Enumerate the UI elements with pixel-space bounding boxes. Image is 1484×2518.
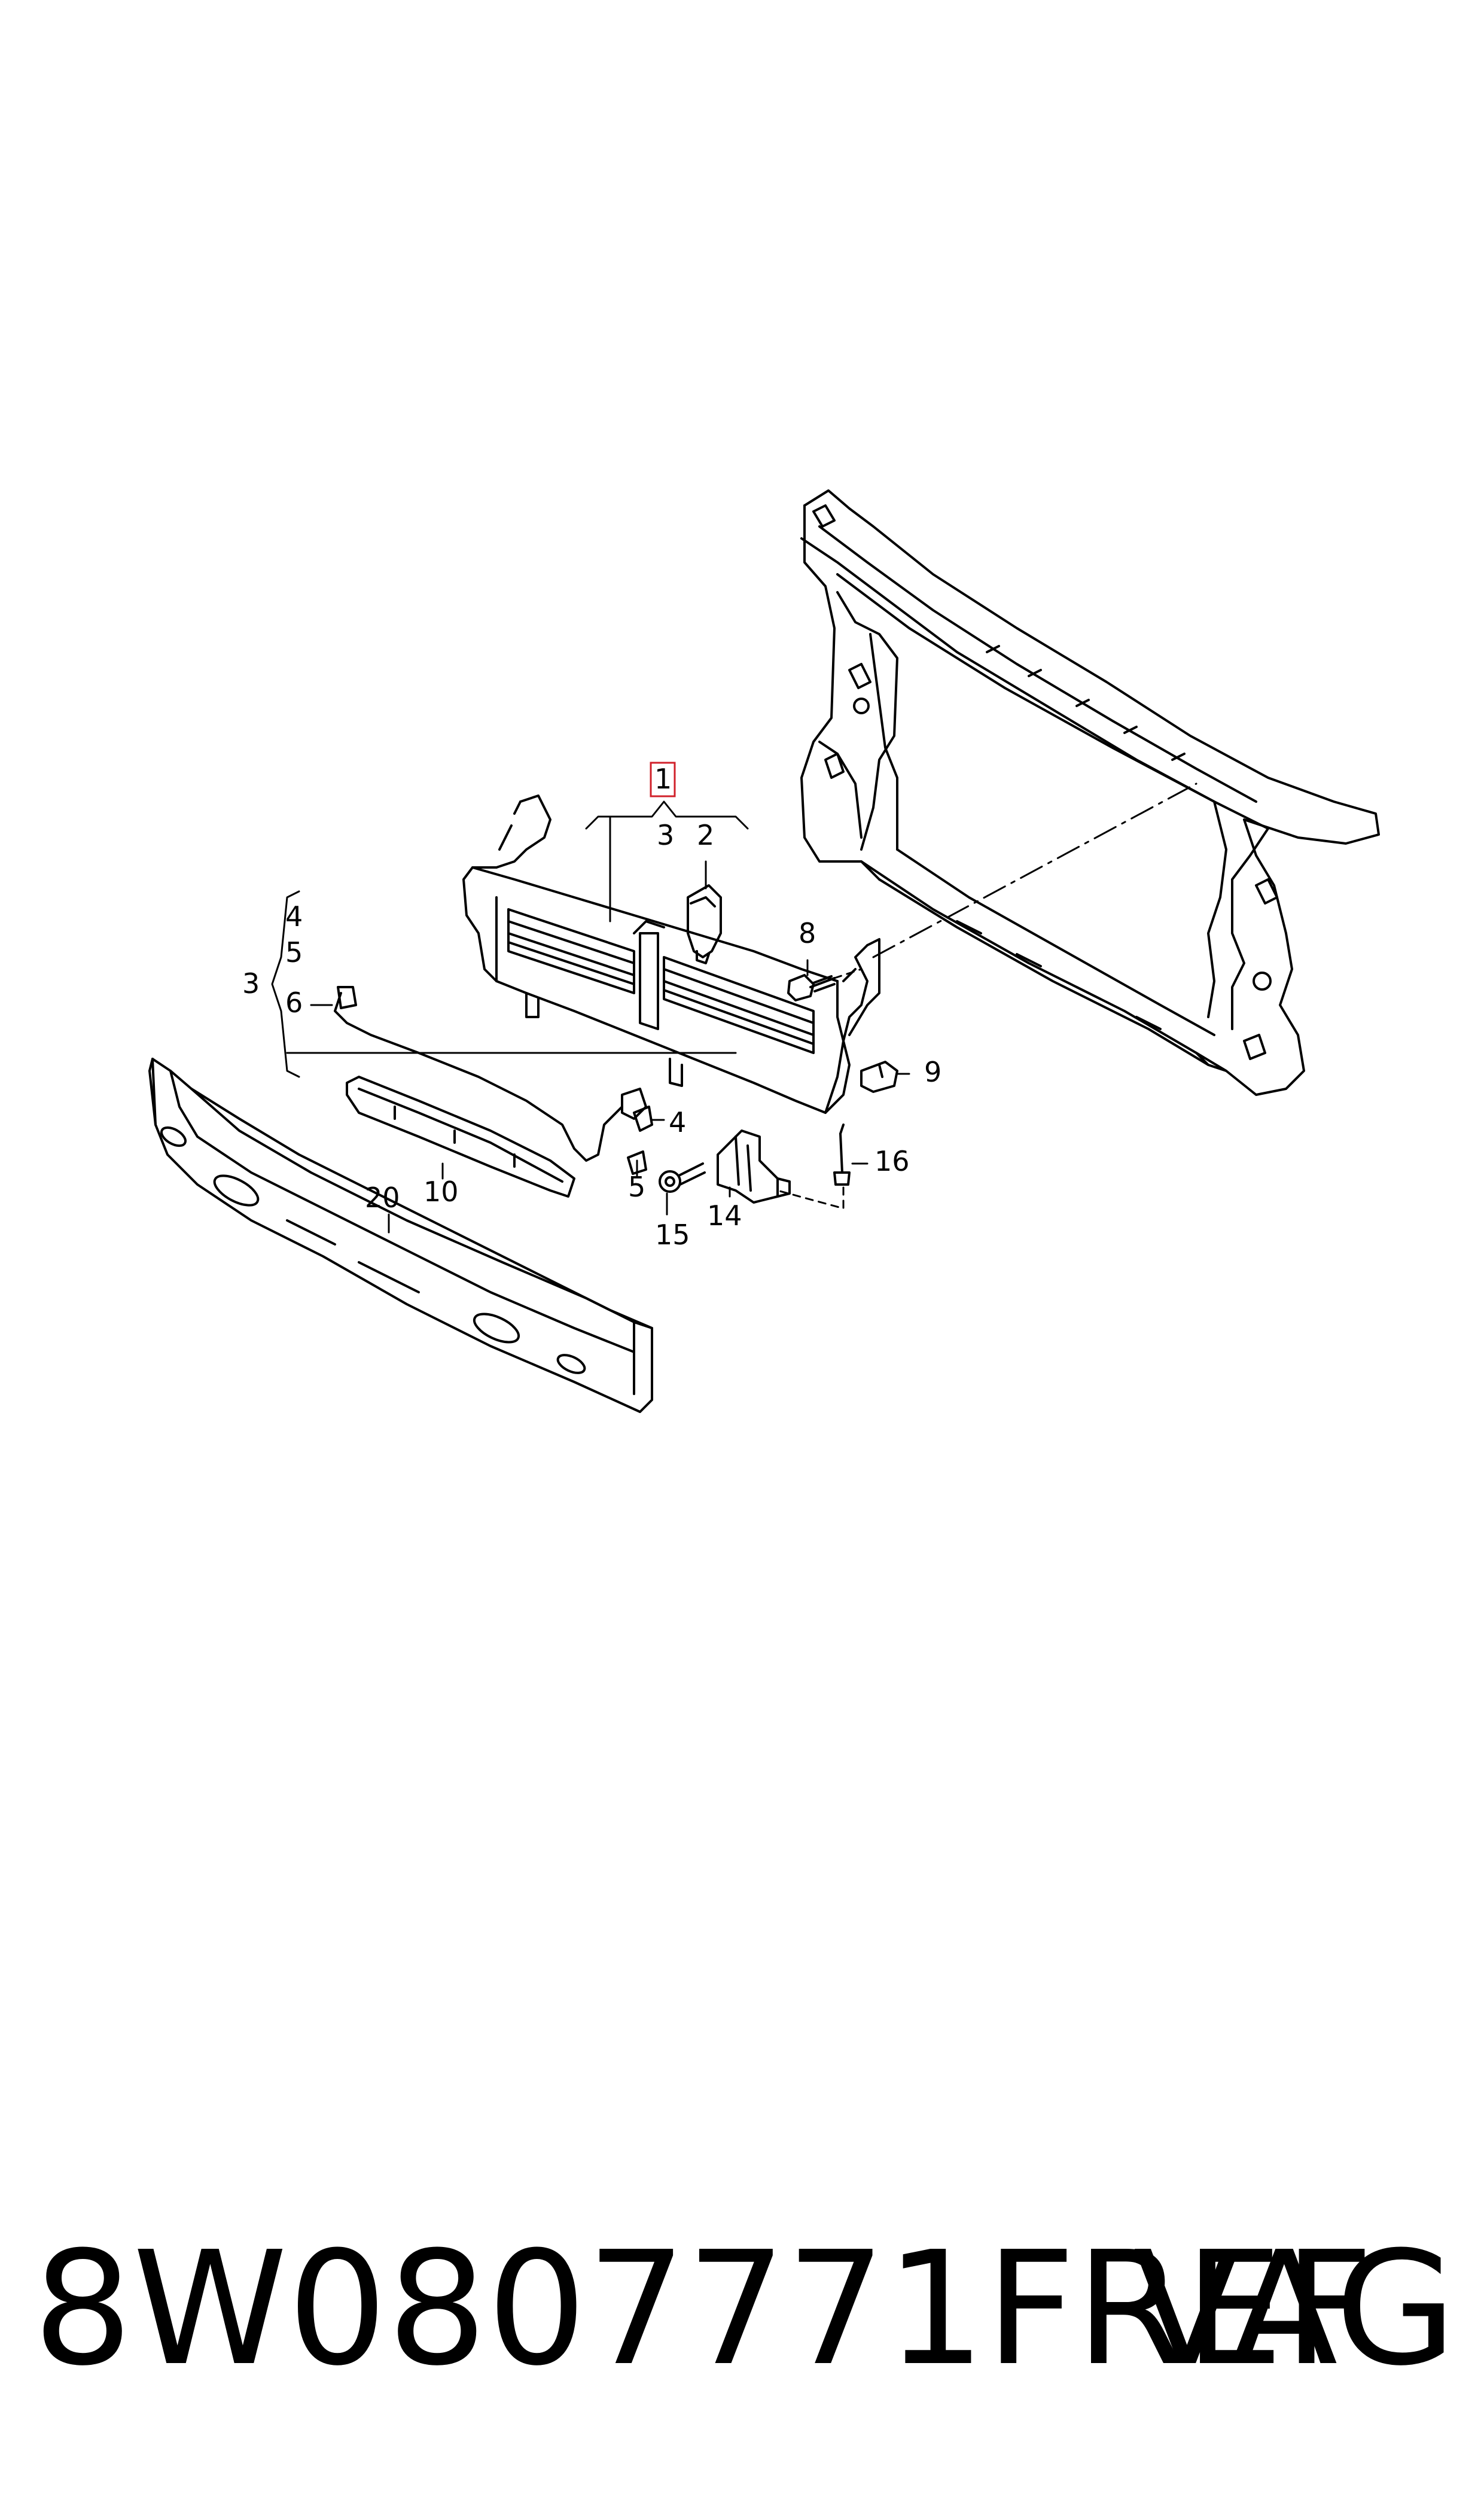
callout-3-left: 3 xyxy=(242,967,260,1000)
bolt-part-8 xyxy=(787,974,836,1001)
bolt-part-15 xyxy=(659,1162,706,1193)
bumper-carrier-beam xyxy=(148,1058,653,1413)
part-number: 8W0807771FREF xyxy=(33,2218,1374,2400)
callout-10: 10 xyxy=(423,1176,459,1208)
callout-14: 14 xyxy=(707,1199,742,1232)
callout-5-right: 5 xyxy=(628,1171,645,1203)
wiring-harness xyxy=(334,986,647,1162)
callout-15: 15 xyxy=(655,1219,690,1251)
leader-lines xyxy=(271,800,910,1234)
assembly-line-8 xyxy=(833,968,863,979)
callout-4-left: 4 xyxy=(285,900,303,933)
bracket-part-14 xyxy=(717,1129,791,1204)
brand-label: VAG xyxy=(1133,2218,1456,2400)
callout-16: 16 xyxy=(874,1145,910,1177)
callout-4-right: 4 xyxy=(669,1106,686,1138)
callout-8: 8 xyxy=(799,917,816,949)
bracket-part-9 xyxy=(860,1061,898,1093)
callout-2: 2 xyxy=(697,819,714,851)
connector-part-4 xyxy=(633,1106,653,1132)
callout-9: 9 xyxy=(924,1056,941,1088)
alignment-line xyxy=(872,783,1197,958)
callout-highlight xyxy=(650,762,676,797)
lock-carrier-frame xyxy=(800,489,1380,1096)
callout-20: 20 xyxy=(365,1182,400,1214)
callout-3-top: 3 xyxy=(657,819,674,851)
air-shutter-unit xyxy=(462,794,880,1114)
callout-6: 6 xyxy=(285,987,303,1019)
footer-caption: 8W0807771FREF VAG xyxy=(33,2213,1456,2405)
callout-1: 1 xyxy=(654,763,672,795)
seal-strip xyxy=(346,1076,575,1198)
connector-part-5 xyxy=(627,1150,647,1175)
shutter-actuator xyxy=(687,884,722,964)
callout-5-left: 5 xyxy=(285,936,303,969)
assembly-line-16 xyxy=(776,1186,845,1210)
clip-part-16 xyxy=(833,1123,851,1186)
